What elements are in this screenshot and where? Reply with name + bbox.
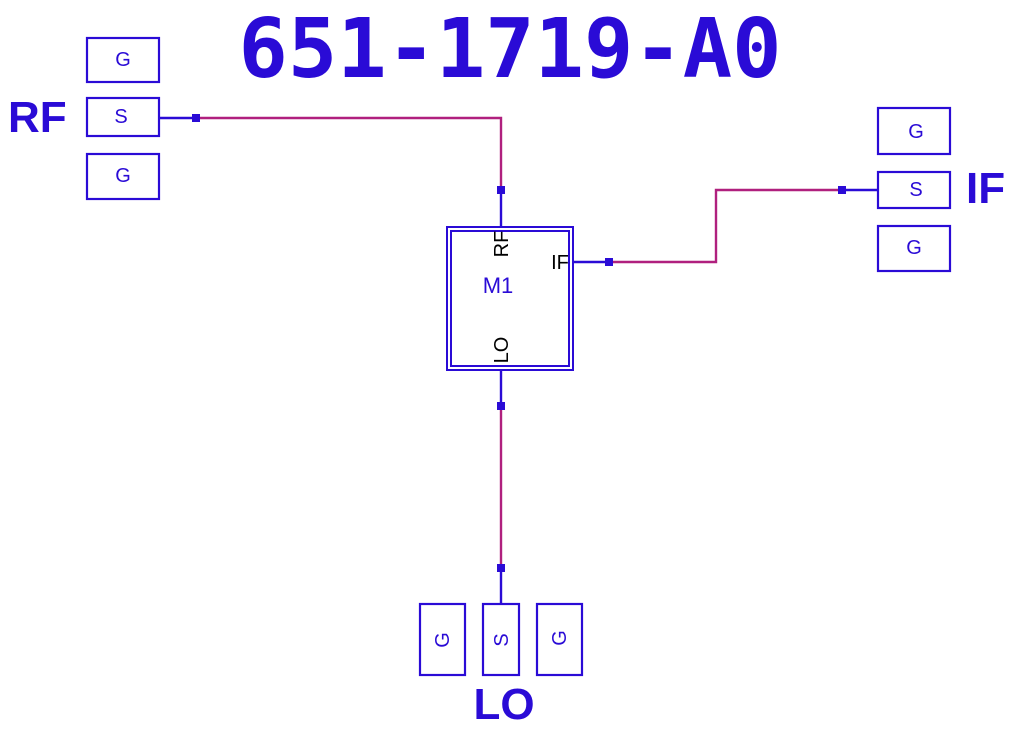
component-ref-label: M1 <box>483 273 514 298</box>
if-pad-g-top-label: G <box>908 121 924 143</box>
lo-pad-g-left[interactable]: G <box>418 602 467 677</box>
if-wire-node-pin[interactable] <box>605 258 613 266</box>
if-pad-g-bottom[interactable]: G <box>876 224 952 273</box>
rf-port: RF G S G <box>8 36 161 201</box>
pin-label-lo: LO <box>491 337 513 364</box>
if-pad-s-label: S <box>909 179 922 201</box>
rf-pad-s-label: S <box>114 106 127 128</box>
if-pad-g-bottom-label: G <box>906 237 922 259</box>
mixer-component-m1[interactable]: M1 RF IF LO <box>446 226 574 371</box>
rf-wire-node-pad[interactable] <box>192 114 200 122</box>
diagram-title: 651-1719-A0 <box>238 2 781 97</box>
lo-port-label: LO <box>473 680 534 729</box>
rf-pad-g-top-label: G <box>115 49 131 71</box>
pin-label-rf: RF <box>491 231 513 258</box>
if-port-label: IF <box>966 164 1005 213</box>
lo-wire-node-pin[interactable] <box>497 402 505 410</box>
if-pad-s[interactable]: S <box>876 170 952 210</box>
rf-pad-g-bottom-label: G <box>115 165 131 187</box>
rf-net-wire[interactable] <box>196 116 503 190</box>
pin-label-if: IF <box>551 252 569 274</box>
if-pad-g-top[interactable]: G <box>876 106 952 156</box>
if-port: IF G S G <box>876 106 1005 273</box>
if-net-wire[interactable] <box>609 188 842 264</box>
rf-pad-s[interactable]: S <box>85 96 161 138</box>
lo-pad-s[interactable]: S <box>481 602 521 677</box>
lo-pad-g-right-label: G <box>549 630 571 646</box>
lo-port: G S G LO <box>418 602 584 729</box>
rf-port-label: RF <box>8 93 67 142</box>
lo-pad-s-label: S <box>491 633 513 646</box>
rf-pad-g-bottom[interactable]: G <box>85 152 161 201</box>
lo-pad-g-left-label: G <box>432 632 454 648</box>
rf-pad-g-top[interactable]: G <box>85 36 161 84</box>
lo-pad-g-right[interactable]: G <box>535 602 584 677</box>
